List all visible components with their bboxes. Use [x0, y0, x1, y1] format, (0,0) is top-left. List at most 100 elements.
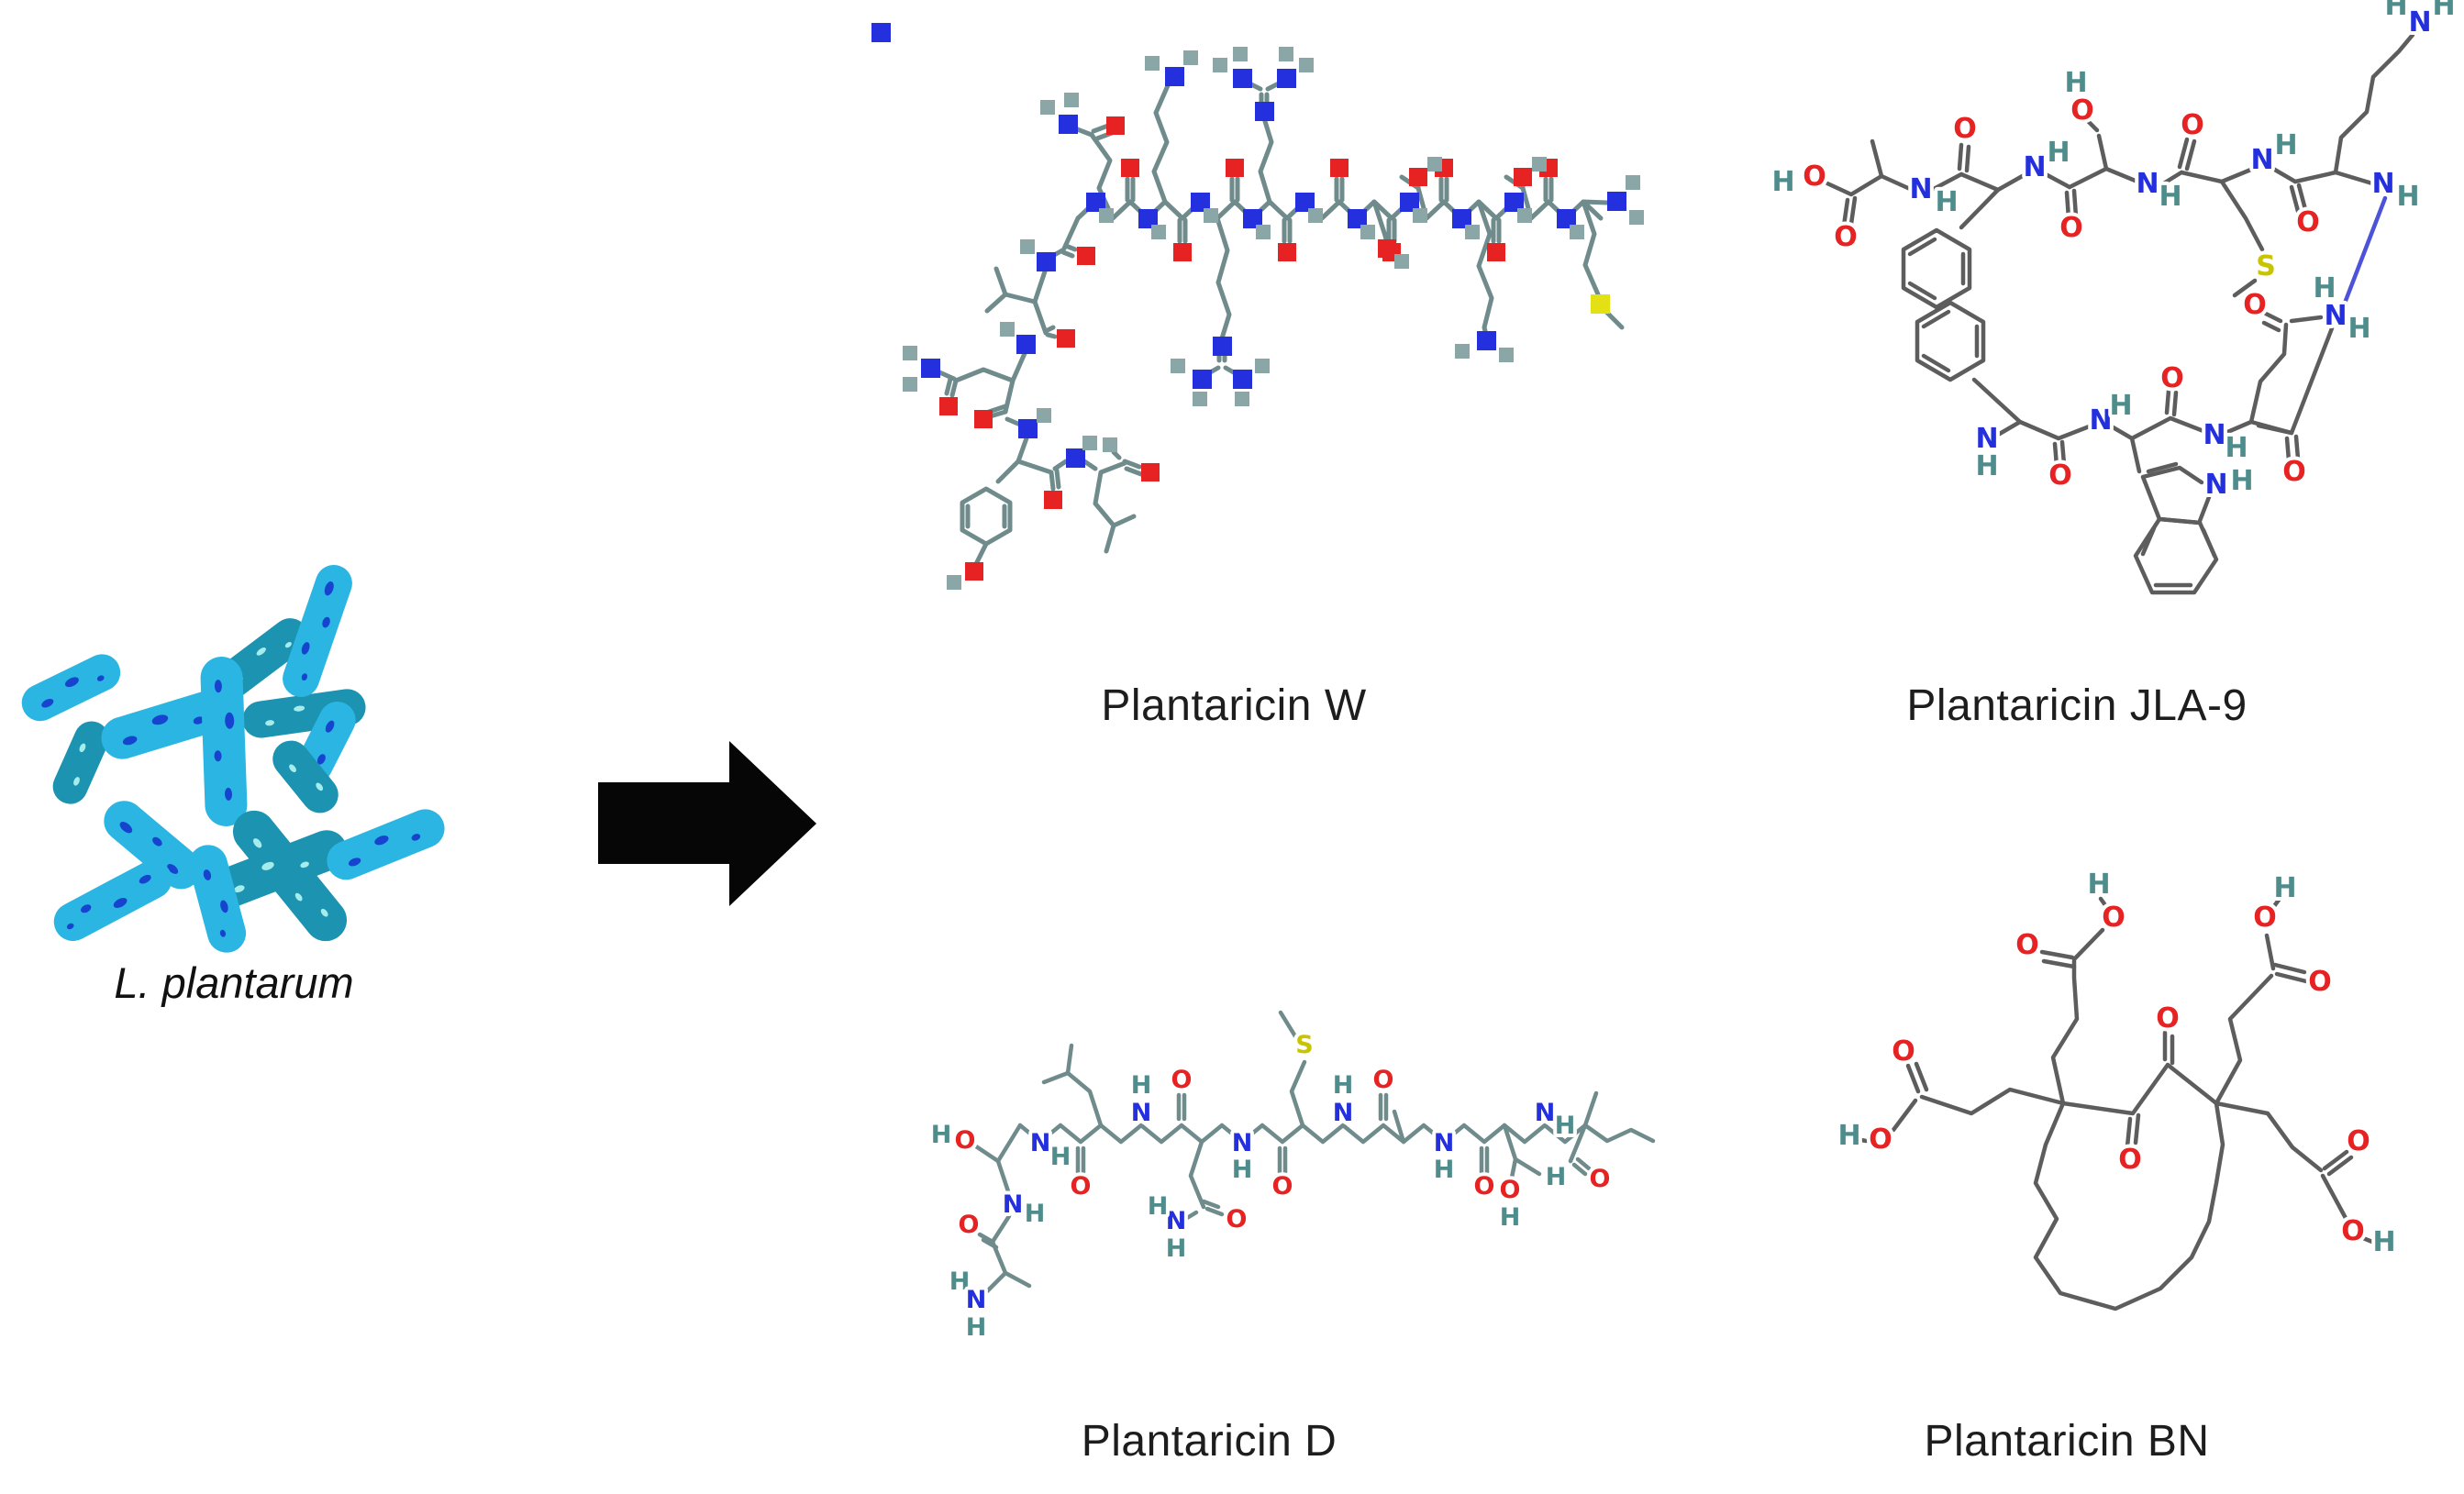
- svg-text:H: H: [2225, 432, 2248, 464]
- plantaricin-jla9-structure: H O O N H O N H O H O N H O S N H O N H …: [1768, 0, 2459, 595]
- svg-text:N: N: [1030, 1129, 1051, 1157]
- svg-text:N: N: [2408, 6, 2431, 39]
- indole-ring: [2133, 461, 2219, 595]
- svg-text:O: O: [2243, 289, 2267, 321]
- svg-text:O: O: [2102, 902, 2125, 934]
- svg-text:O: O: [1869, 1123, 1892, 1156]
- svg-text:N: N: [2204, 469, 2227, 501]
- svg-text:N: N: [1232, 1129, 1253, 1157]
- svg-text:O: O: [2070, 94, 2094, 127]
- plantaricin-bn-structure: O O H O O H O O H O O H O O: [1834, 865, 2400, 1311]
- svg-text:H: H: [1166, 1234, 1187, 1263]
- svg-text:O: O: [1500, 1176, 1521, 1204]
- svg-text:O: O: [1892, 1035, 1915, 1068]
- svg-text:N: N: [1131, 1099, 1152, 1127]
- plantaricin-d-structure: N H O N H O N H O N H O N H O N H S O N …: [927, 1010, 1656, 1345]
- svg-text:O: O: [2282, 456, 2306, 488]
- atom-labels: N H O N H O N H O N H O N H O N H S O N …: [927, 1027, 1615, 1345]
- svg-text:O: O: [1373, 1066, 1394, 1094]
- svg-text:N: N: [966, 1286, 987, 1314]
- svg-text:H: H: [2384, 0, 2407, 22]
- bacteria-illustration: [21, 564, 445, 953]
- bacteria-rod: [200, 657, 248, 826]
- svg-text:N: N: [1166, 1207, 1187, 1235]
- svg-text:H: H: [1935, 186, 1958, 218]
- svg-text:N: N: [1434, 1129, 1455, 1157]
- svg-text:N: N: [2371, 168, 2394, 200]
- svg-text:N: N: [2250, 144, 2273, 176]
- bacteria-rod: [21, 654, 121, 722]
- bacteria-rod: [53, 859, 172, 942]
- bacteria-rod: [327, 809, 445, 880]
- svg-text:N: N: [1909, 173, 1932, 205]
- svg-text:N: N: [2324, 300, 2347, 332]
- phenol-ring: [960, 486, 1013, 567]
- bacteria-rod: [272, 740, 339, 813]
- svg-text:O: O: [1171, 1066, 1193, 1094]
- svg-text:H: H: [2274, 129, 2297, 161]
- phenyl-ring: [1901, 227, 1972, 310]
- svg-text:H: H: [1837, 1120, 1860, 1152]
- svg-text:H: H: [2230, 465, 2253, 497]
- svg-text:O: O: [2308, 966, 2332, 998]
- svg-text:O: O: [1474, 1172, 1495, 1201]
- svg-text:H: H: [1771, 166, 1794, 198]
- svg-text:O: O: [959, 1211, 980, 1239]
- bacteria-rod: [52, 721, 109, 804]
- atom-labels: H O O N H O N H O H O N H O S N H O N H …: [1768, 0, 2458, 504]
- svg-text:O: O: [1953, 113, 1977, 145]
- svg-text:O: O: [1272, 1172, 1293, 1201]
- svg-text:H: H: [966, 1313, 987, 1342]
- svg-text:N: N: [2136, 168, 2159, 200]
- svg-text:H: H: [1050, 1143, 1071, 1171]
- svg-text:O: O: [2160, 362, 2184, 394]
- svg-text:O: O: [2156, 1002, 2180, 1035]
- atom-labels: O O H O O H O O H O O H O O: [1834, 865, 2399, 1262]
- bacteria-rod: [188, 845, 247, 953]
- svg-text:H: H: [949, 1267, 971, 1296]
- svg-text:N: N: [1535, 1099, 1556, 1127]
- organism-label: L. plantarum: [114, 958, 354, 1007]
- svg-text:H: H: [1232, 1156, 1253, 1184]
- svg-text:H: H: [2159, 181, 2181, 213]
- svg-text:O: O: [1590, 1165, 1611, 1193]
- molecule-bonds: [935, 75, 1625, 567]
- svg-text:H: H: [2047, 137, 2070, 169]
- svg-text:H: H: [2064, 67, 2087, 99]
- molecule-bonds: [1854, 896, 2375, 1311]
- svg-text:H: H: [1025, 1200, 1046, 1228]
- compound-jla9-label: Plantaricin JLA-9: [1906, 681, 2248, 730]
- svg-text:H: H: [2372, 1226, 2395, 1258]
- svg-text:H: H: [2109, 390, 2132, 422]
- svg-text:H: H: [1555, 1112, 1576, 1140]
- svg-text:H: H: [2087, 869, 2110, 901]
- svg-text:O: O: [2253, 902, 2277, 934]
- svg-text:H: H: [1500, 1203, 1521, 1232]
- svg-text:H: H: [2347, 313, 2370, 345]
- bacteria-rod: [206, 830, 348, 909]
- svg-text:N: N: [2023, 151, 2046, 183]
- svg-text:O: O: [1834, 221, 1858, 253]
- svg-text:O: O: [2048, 459, 2072, 492]
- svg-text:H: H: [2396, 181, 2419, 213]
- molecule-bonds: [973, 1010, 1656, 1294]
- svg-text:H: H: [1131, 1071, 1152, 1100]
- plantaricin-w-structure: [871, 23, 1644, 590]
- svg-text:H: H: [1434, 1156, 1455, 1184]
- svg-text:O: O: [1226, 1205, 1248, 1234]
- phenyl-ring: [1915, 300, 1986, 382]
- svg-text:N: N: [2089, 404, 2112, 437]
- svg-text:O: O: [1803, 160, 1826, 193]
- svg-text:H: H: [1975, 450, 1998, 482]
- svg-text:H: H: [1333, 1071, 1354, 1100]
- svg-text:O: O: [2181, 109, 2204, 141]
- svg-text:H: H: [1546, 1163, 1567, 1191]
- svg-text:H: H: [931, 1121, 952, 1149]
- svg-text:S: S: [2256, 250, 2276, 282]
- svg-text:H: H: [1148, 1192, 1169, 1221]
- svg-text:O: O: [1071, 1172, 1092, 1201]
- macrocycle-bond: [2336, 195, 2388, 320]
- compound-bn-label: Plantaricin BN: [1924, 1417, 2210, 1466]
- svg-text:O: O: [2347, 1125, 2370, 1157]
